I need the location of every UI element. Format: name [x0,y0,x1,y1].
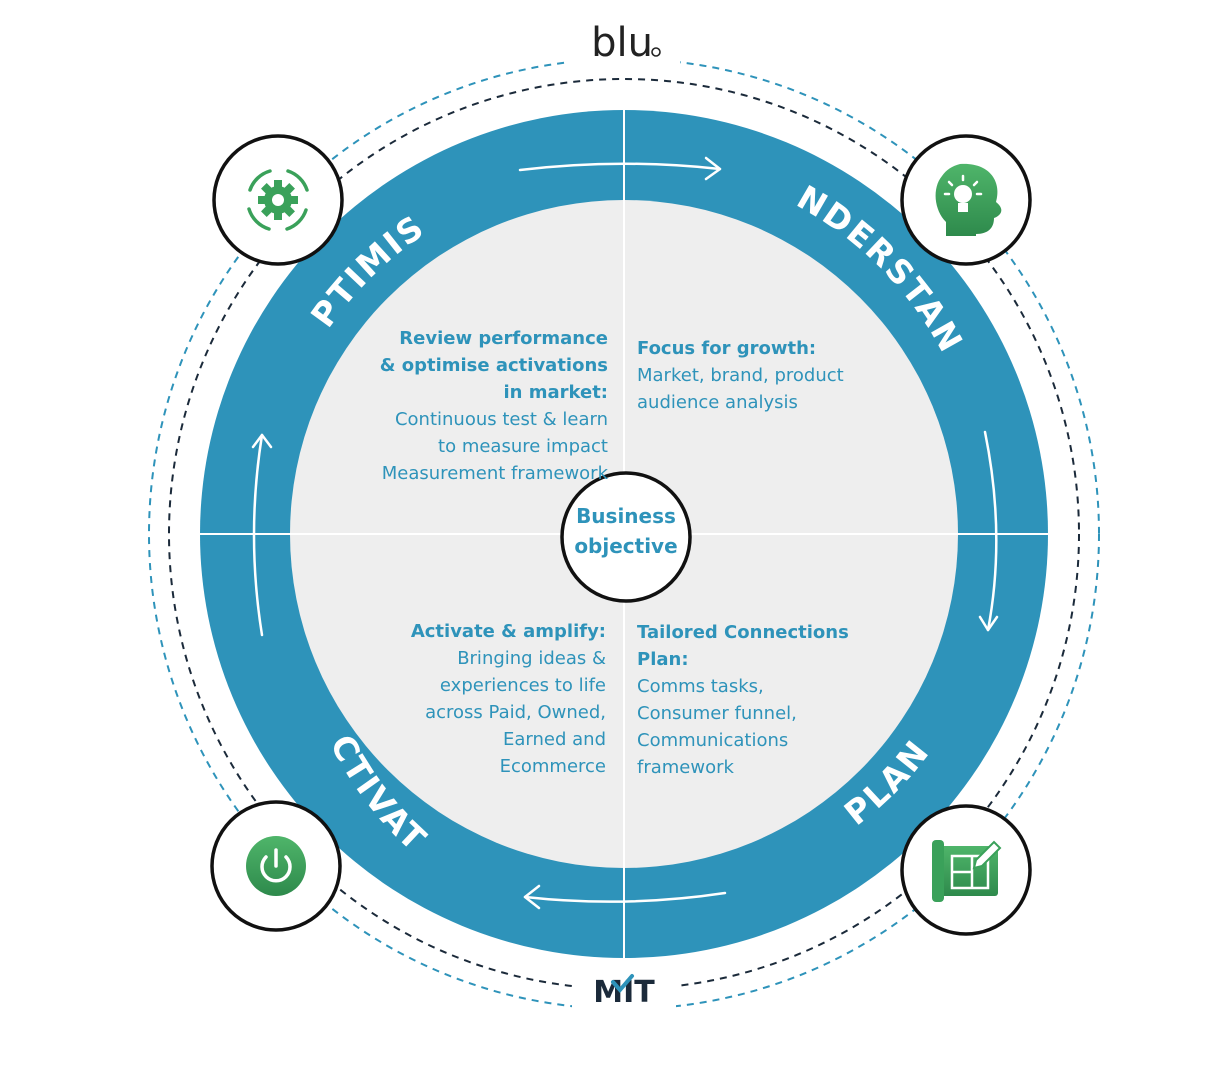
flow-arrows [251,156,999,910]
inner-dashed-ring [168,78,1080,990]
center-line-2: objective [574,534,678,558]
mit-logo-check [611,974,634,994]
optimise-heading-1: Review performance [399,328,608,349]
arrow-bottom [523,891,727,903]
activate-line-5: Ecommerce [499,756,606,777]
optimise-quadrant-text: Review performance & optimise activation… [352,325,608,487]
activate-quadrant-text: Activate & amplify: Bringing ideas & exp… [366,618,606,780]
optimise-heading-2: & optimise activations [379,355,608,376]
activate-line-2: experiences to life [439,675,606,696]
plan-badge [900,804,1032,936]
mit-logo: MIT [593,975,655,1010]
center-line-1: Business [576,504,676,528]
activate-line-1: Bringing ideas & [457,648,606,669]
optimise-line-2: to measure impact [438,436,608,457]
optimise-line-3: Measurement framework [381,463,608,484]
understand-line-1: Market, brand, product [637,365,844,386]
activate-badge [210,800,342,932]
plan-line-2: Consumer funnel, [637,703,797,724]
lightbulb-head-icon [935,163,1002,236]
optimise-heading-3: in market: [503,382,608,403]
plan-heading-1: Tailored Connections [637,622,849,643]
stage-optimise: OPTIMISE [0,0,432,334]
activate-line-3: across Paid, Owned, [425,702,606,723]
optimise-badge [212,134,344,266]
center-circle [560,471,692,603]
plan-line-1: Comms tasks, [637,676,764,697]
optimise-line-1: Continuous test & learn [394,409,608,430]
arrow-right [983,430,998,632]
understand-badge [900,134,1032,266]
plan-line-3: Communications [637,730,789,751]
gear-cycle-icon [247,169,309,231]
plan-quadrant-text: Tailored Connections Plan: Comms tasks, … [637,619,897,781]
blu-logo-dot [651,47,661,57]
blueprint-pencil-icon [932,840,1002,902]
business-objective-label: Business objective [559,501,693,561]
understand-line-2: audience analysis [637,392,798,413]
activate-line-4: Earned and [503,729,606,750]
plan-heading-2: Plan: [637,649,689,670]
activate-heading-1: Activate & amplify: [410,621,606,642]
understand-quadrant-text: Focus for growth: Market, brand, product… [637,335,917,416]
power-icon [246,836,306,896]
arrow-left [252,433,264,637]
arrow-top [518,162,722,172]
plan-line-4: framework [637,757,734,778]
blu-logo: blu [591,20,653,66]
understand-heading-1: Focus for growth: [637,338,817,359]
